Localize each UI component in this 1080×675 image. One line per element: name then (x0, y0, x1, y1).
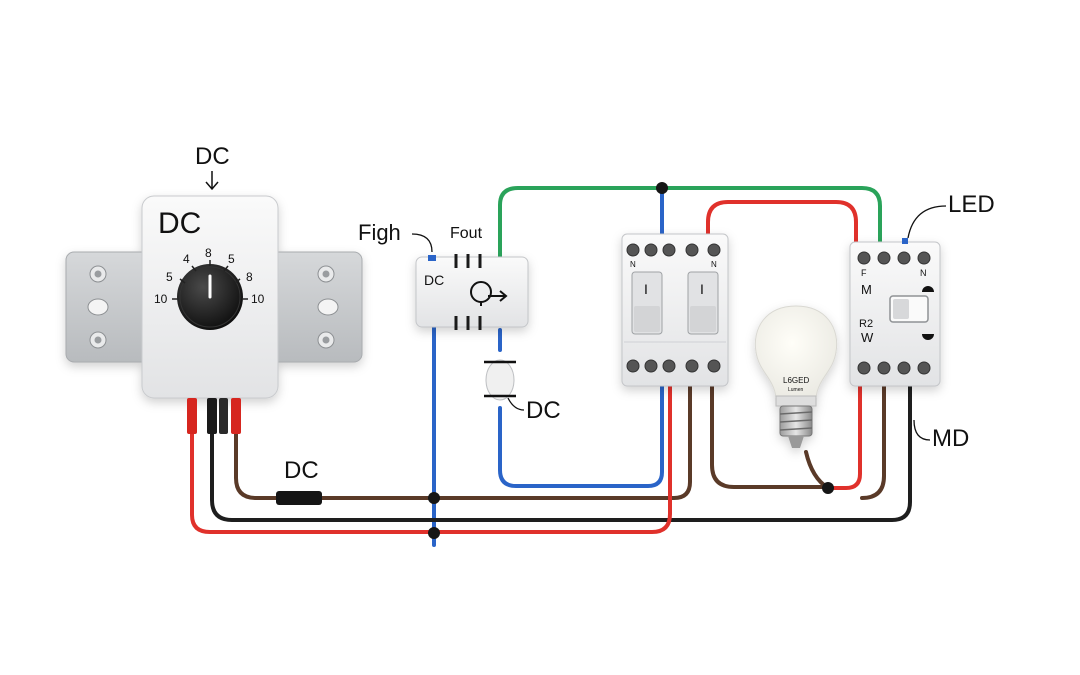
light-bulb-icon (754, 305, 838, 448)
knob-icon[interactable] (177, 264, 243, 330)
relay-terminal-right-label: N (920, 268, 927, 278)
rocker-right-label: I (700, 281, 704, 297)
module-dc-label: DC (424, 272, 444, 288)
capacitor (484, 359, 516, 401)
md-leader (913, 419, 931, 441)
bracket-screws (87, 265, 339, 349)
wire-blue-loop (498, 328, 664, 488)
screw-icon (317, 331, 335, 349)
capacitor-dc-label: DC (526, 397, 561, 424)
module-pins-bottom (454, 316, 482, 330)
bracket-slot (87, 298, 109, 316)
dimmer-body-label: DC (158, 207, 201, 240)
relay-terminal-left-label: F (861, 268, 867, 278)
switch-terminal-right-label: N (711, 260, 717, 269)
wire-bulb (804, 450, 830, 490)
scale-label-left-2: 5 (166, 270, 173, 284)
wire-black-bus (210, 384, 912, 522)
wire-green (498, 186, 882, 260)
rocker-switch-left[interactable] (631, 271, 663, 335)
rocker-switch-right[interactable] (687, 271, 719, 335)
led-leader (907, 205, 947, 239)
relay-indicator-bottom (922, 334, 934, 340)
bulb-tip (788, 436, 804, 448)
relay-toggle-switch[interactable] (889, 295, 929, 323)
led-label: LED (948, 191, 995, 218)
relay-terminals-bottom (857, 361, 931, 375)
fout-label: Fout (450, 225, 483, 242)
wire-red-top (706, 200, 858, 244)
wire-dc-label: DC (284, 457, 319, 484)
wire-brown-bus (234, 384, 692, 500)
capacitor-leader (507, 397, 525, 411)
md-label: MD (932, 425, 969, 452)
wire-red-relay (826, 384, 862, 490)
switch-terminals-top (626, 243, 721, 257)
screw-icon (89, 331, 107, 349)
arrow-down-icon (205, 171, 219, 191)
wire-brown-relay (860, 384, 886, 500)
scale-label-left-3: 4 (183, 252, 190, 266)
figh-leader (411, 233, 433, 253)
junction-dot-icon (656, 182, 668, 194)
junction-dots (428, 182, 834, 539)
bracket-slot (317, 298, 339, 316)
relay-indicator-top (922, 286, 934, 292)
sensor-icon (470, 281, 508, 306)
bulb-text-main: L6GED (783, 376, 809, 385)
dimmer-leads (187, 398, 241, 434)
scale-label-left-1: 10 (154, 292, 168, 306)
module-terminal (428, 255, 436, 261)
screw-icon (89, 265, 107, 283)
figh-label: Figh (358, 220, 401, 245)
junction-dot-icon (428, 527, 440, 539)
wire-sleeve (276, 491, 322, 505)
rocker-left-label: I (644, 281, 648, 297)
dimmer-scale: 10 5 4 8 5 8 10 (154, 246, 265, 306)
switch-terminals-bottom (626, 359, 721, 373)
dimmer-scale-ticks (172, 260, 248, 300)
scale-label-top: 8 (205, 246, 212, 260)
module-pins-top (454, 254, 482, 268)
bulb-text-sub: Lumen (788, 387, 804, 393)
relay-terminal-blue (902, 238, 908, 244)
wire-brown-switch (710, 384, 830, 489)
relay-terminals-top (857, 251, 931, 265)
relay-label-m: M (861, 282, 872, 297)
scale-label-right-2: 8 (246, 270, 253, 284)
switch-terminal-left-label: N (630, 260, 636, 269)
relay-label-r: R2 (859, 318, 873, 330)
screw-icon (317, 265, 335, 283)
dimmer-top-label: DC (195, 143, 230, 170)
relay-label-w: W (861, 330, 874, 345)
scale-label-right-3: 10 (251, 292, 265, 306)
wire-red-bus (190, 384, 672, 534)
junction-dot-icon (822, 482, 834, 494)
junction-dot-icon (428, 492, 440, 504)
scale-label-right-1: 5 (228, 252, 235, 266)
bulb-collar (775, 395, 817, 407)
